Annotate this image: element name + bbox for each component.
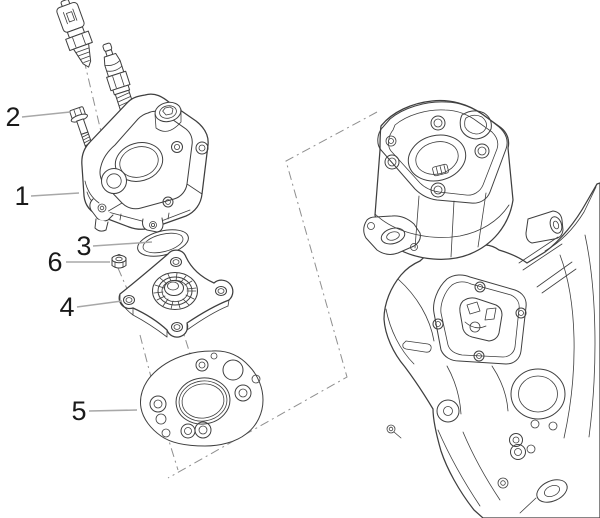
head-gasket-drawing <box>140 350 264 447</box>
callout-3[interactable]: 3 <box>76 231 153 261</box>
leader-line <box>92 241 153 247</box>
cylinder-drawing <box>363 99 514 260</box>
cooling-fins <box>153 272 197 310</box>
leader-line <box>76 300 123 308</box>
callout-1[interactable]: 1 <box>14 181 80 211</box>
callout-2-label[interactable]: 2 <box>5 102 20 132</box>
inner-head-cap-drawing <box>118 249 234 338</box>
callout-2[interactable]: 2 <box>5 102 71 132</box>
callout-1-label[interactable]: 1 <box>14 181 29 211</box>
callout-4[interactable]: 4 <box>59 292 123 322</box>
leader-line <box>88 409 138 412</box>
assembly-boundary-line <box>167 111 378 479</box>
callout-6-label[interactable]: 6 <box>47 247 62 277</box>
temperature-sensor-drawing <box>56 0 93 68</box>
callouts: 2 1 3 6 4 5 <box>5 102 153 426</box>
crankcase-drawing <box>383 182 600 518</box>
callout-5[interactable]: 5 <box>71 396 138 426</box>
callout-6[interactable]: 6 <box>47 247 110 277</box>
leader-line <box>21 111 71 118</box>
callout-4-label[interactable]: 4 <box>59 292 74 322</box>
head-cover-drawing <box>81 93 209 233</box>
nut-drawing <box>111 254 127 269</box>
callout-5-label[interactable]: 5 <box>71 396 86 426</box>
leader-line <box>30 192 80 197</box>
callout-3-label[interactable]: 3 <box>76 231 91 261</box>
